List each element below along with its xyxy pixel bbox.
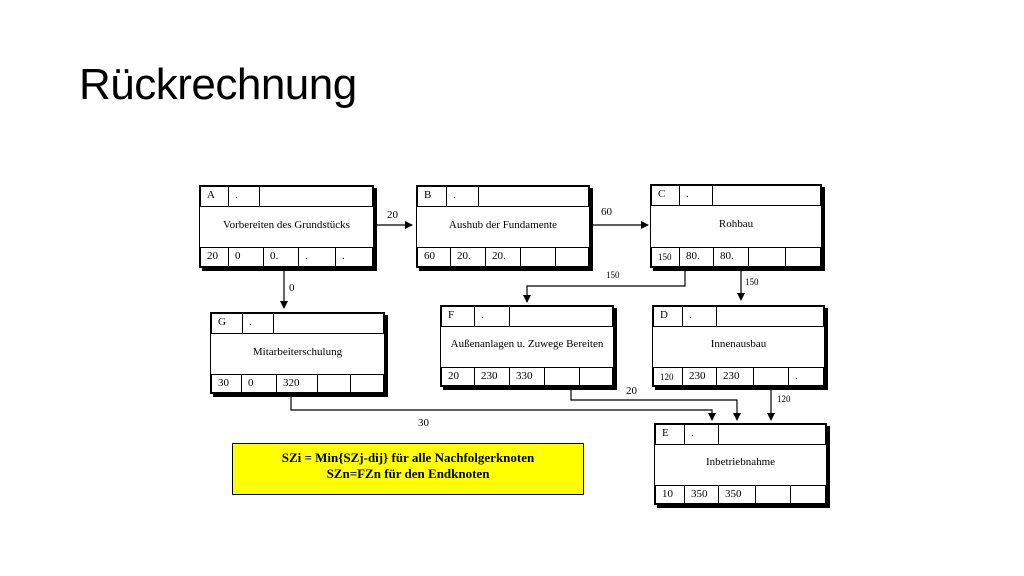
node-e-dot: . (691, 427, 694, 439)
node-d-d: 120 (660, 372, 674, 382)
node-b-sz: 20. (492, 250, 506, 262)
formula-box: SZi = Min{SZj-dij} für alle Nachfolgerkn… (232, 443, 584, 495)
edge-c-f (523, 268, 686, 303)
node-a-v4: . (305, 250, 308, 262)
node-f-d: 20 (448, 370, 459, 382)
node-f: F . Außenanlagen u. Zuwege Bereiten 20 2… (440, 305, 614, 387)
node-d: D . Innenausbau 120 230 230 . (652, 305, 825, 387)
node-c: C . Rohbau 150 80. 80. (650, 184, 822, 268)
edge-label-de: 120 (777, 394, 791, 404)
node-a-sz: 0. (270, 250, 279, 262)
node-b: B . Aushub der Fundamente 60 20. 20. (416, 185, 590, 268)
node-a-name: Vorbereiten des Grundstücks (223, 219, 350, 231)
node-e-id: E (662, 427, 669, 439)
node-g-dot: . (249, 316, 252, 328)
node-f-dot: . (481, 309, 484, 321)
node-g-d: 30 (218, 377, 229, 389)
node-f-fz: 230 (481, 370, 498, 382)
node-c-sz: 80. (720, 250, 734, 262)
node-g-id: G (218, 316, 226, 328)
node-c-d: 150 (658, 252, 672, 262)
node-a-fz: 0 (235, 250, 241, 262)
edge-label-cd: 150 (745, 277, 759, 287)
node-a-d: 20 (207, 250, 218, 262)
edge-label-fe: 20 (626, 385, 637, 397)
node-g-sz: 320 (283, 377, 300, 389)
edge-label-ag: 0 (289, 282, 295, 294)
edge-g-e (290, 393, 716, 421)
node-c-fz: 80. (686, 250, 700, 262)
node-f-name: Außenanlagen u. Zuwege Bereiten (450, 338, 604, 350)
node-a-v5: . (342, 250, 345, 262)
node-f-sz: 330 (516, 370, 533, 382)
node-c-name: Rohbau (718, 218, 754, 230)
node-g-name: Mitarbeiterschulung (252, 346, 343, 358)
node-b-id: B (424, 189, 432, 201)
node-a-dot: . (235, 189, 238, 201)
node-e-d: 10 (662, 488, 673, 500)
node-f-id: F (448, 309, 455, 321)
node-b-fz: 20. (457, 250, 471, 262)
formula-line-2: SZn=FZn für den Endknoten (326, 466, 490, 481)
node-b-name: Aushub der Fundamente (448, 219, 558, 231)
node-g-fz: 0 (248, 377, 254, 389)
edge-label-ab: 20 (387, 209, 398, 221)
node-c-id: C (658, 188, 666, 200)
node-a: A . Vorbereiten des Grundstücks 20 0 0. … (199, 185, 374, 268)
node-e-sz: 350 (725, 488, 742, 500)
node-d-v5: . (795, 370, 798, 382)
node-a-id: A (207, 189, 215, 201)
slide-title: Rückrechnung (79, 60, 357, 109)
edge-label-cf: 150 (606, 270, 620, 280)
edge-label-bc: 60 (601, 206, 612, 218)
node-b-dot: . (453, 189, 456, 201)
node-g: G . Mitarbeiterschulung 30 0 320 (210, 312, 385, 394)
edge-f-e (570, 387, 741, 421)
node-d-name: Innenausbau (710, 338, 767, 350)
node-d-fz: 230 (689, 370, 706, 382)
node-d-sz: 230 (723, 370, 740, 382)
node-d-dot: . (689, 309, 692, 321)
node-b-d: 60 (424, 250, 435, 262)
edge-label-ge: 30 (418, 417, 429, 429)
node-e-name: Inbetriebnahme (705, 456, 776, 468)
node-e: E . Inbetriebnahme 10 350 350 (654, 423, 827, 505)
node-d-id: D (660, 309, 668, 321)
node-e-fz: 350 (691, 488, 708, 500)
node-c-dot: . (686, 188, 689, 200)
formula-line-1: SZi = Min{SZj-dij} für alle Nachfolgerkn… (281, 450, 535, 465)
